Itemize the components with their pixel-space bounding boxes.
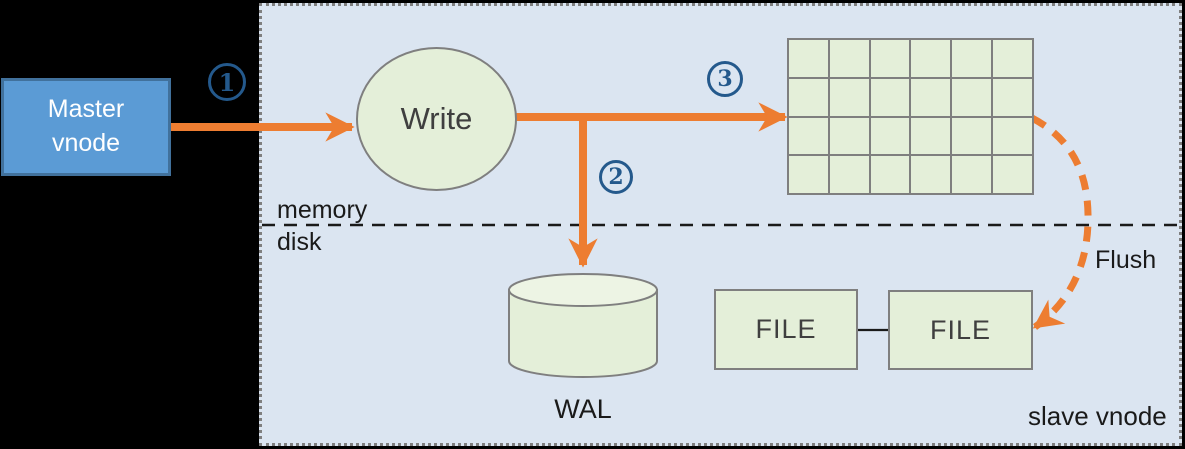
grid-cell — [870, 78, 910, 116]
grid-cell — [952, 117, 992, 155]
file-box-1: FILE — [714, 289, 858, 370]
grid-cell — [829, 78, 869, 116]
grid-cell — [789, 40, 828, 77]
grid-cell — [993, 78, 1032, 116]
master-vnode-label: Master vnode — [47, 95, 125, 157]
grid-cell — [870, 117, 910, 155]
file-2-label: FILE — [929, 314, 992, 345]
step-badge-1: 1 — [208, 63, 246, 101]
grid-cell — [911, 117, 951, 155]
grid-cell — [789, 156, 828, 193]
step-1-number: 1 — [218, 67, 236, 97]
step-3-number: 3 — [717, 66, 733, 92]
grid-cell — [993, 117, 1032, 155]
grid-cell — [829, 156, 869, 193]
grid-cell — [993, 40, 1032, 77]
file-1-label: FILE — [755, 314, 817, 344]
grid-cell — [952, 156, 992, 193]
wal-label: WAL — [554, 394, 612, 424]
grid-cell — [911, 156, 951, 193]
grid-cell — [911, 78, 951, 116]
grid-cell — [993, 156, 1032, 193]
step-badge-3: 3 — [707, 61, 743, 97]
write-node: Write — [356, 47, 517, 191]
grid-cell — [789, 117, 828, 155]
step-badge-2: 2 — [599, 160, 633, 194]
disk-label: disk — [277, 228, 322, 256]
grid-cell — [952, 78, 992, 116]
master-vnode-box: Master vnode — [1, 78, 171, 176]
grid-cell — [952, 40, 992, 77]
memtable-grid — [787, 38, 1034, 195]
slave-vnode-label: slave vnode — [1028, 401, 1167, 431]
flush-label: Flush — [1095, 246, 1157, 274]
file-box-2: FILE — [888, 290, 1033, 370]
step-2-number: 2 — [608, 164, 624, 190]
grid-cell — [829, 40, 869, 77]
grid-cell — [870, 156, 910, 193]
memory-label: memory — [277, 196, 368, 224]
write-label: Write — [400, 101, 473, 136]
grid-cell — [911, 40, 951, 77]
grid-cell — [870, 40, 910, 77]
grid-cell — [829, 117, 869, 155]
grid-cell — [789, 78, 828, 116]
